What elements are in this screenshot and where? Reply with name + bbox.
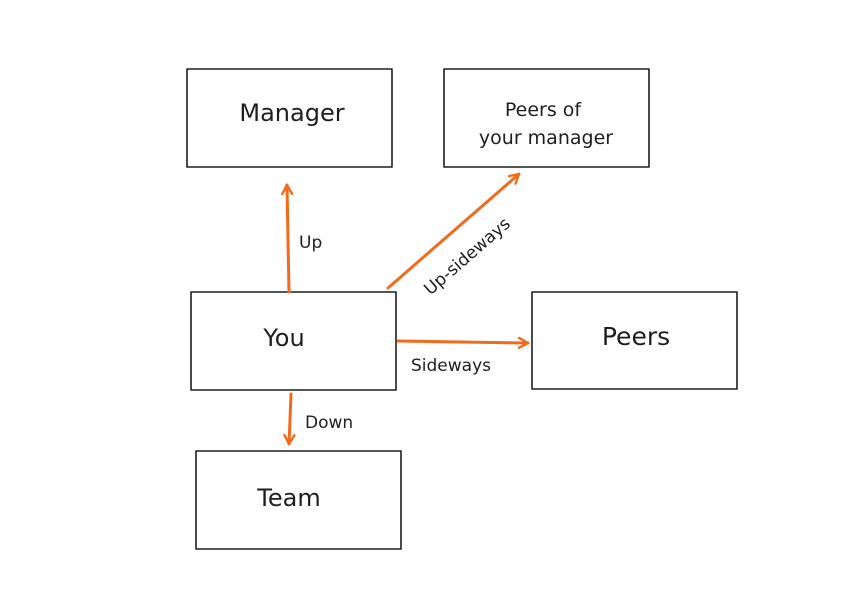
manager-node: Manager	[186, 68, 393, 168]
up-sideways-edge: Up-sideways	[386, 172, 521, 300]
you-node: You	[190, 291, 397, 391]
peers-of-manager-node: Peers of your manager	[443, 68, 650, 168]
sideways-edge: Sideways	[396, 341, 530, 376]
sideways-label: Sideways	[411, 356, 491, 376]
sideways-arrow	[396, 341, 530, 343]
down-label: Down	[305, 413, 353, 433]
manager-label: Manager	[239, 99, 344, 127]
team-node: Team	[195, 450, 402, 550]
down-arrow	[289, 392, 291, 446]
team-label: Team	[256, 484, 320, 512]
up-edge: Up	[287, 183, 322, 294]
down-edge: Down	[289, 392, 353, 446]
peers-of-manager-label: Peers of your manager	[479, 99, 613, 149]
peers-label: Peers	[602, 322, 670, 351]
up-arrow	[287, 183, 289, 294]
you-label: You	[262, 324, 304, 352]
up-sideways-arrow	[386, 172, 521, 290]
up-label: Up	[299, 233, 322, 253]
up-sideways-label: Up-sideways	[420, 214, 514, 300]
peers-node: Peers	[531, 291, 738, 390]
